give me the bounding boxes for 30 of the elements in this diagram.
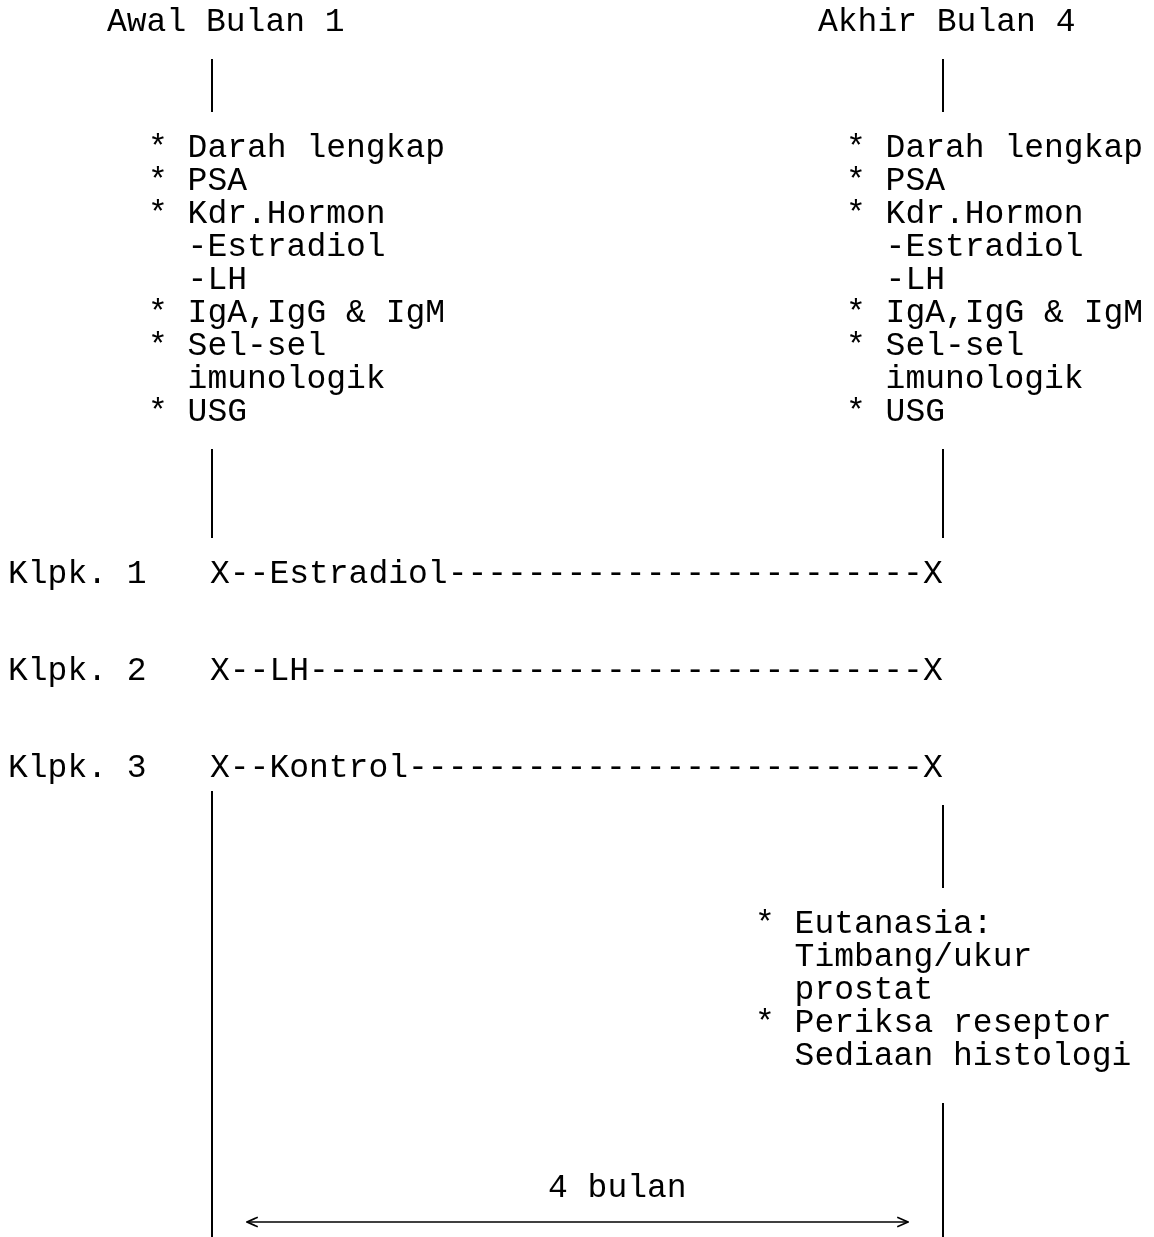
list-item: * Sel-sel imunologik: [148, 330, 387, 396]
duration-label: 4 bulan: [548, 1172, 687, 1205]
group-timeline: X--Kontrol--------------------------X: [210, 752, 943, 785]
list-item: * PSA: [148, 165, 248, 198]
connector-line: [942, 1102, 944, 1237]
group-label: Klpk. 1: [8, 558, 147, 591]
list-item: * Kdr.Hormon -Estradiol -LH: [148, 198, 387, 297]
time-point-label: Awal Bulan 1: [107, 6, 345, 39]
list-item: * Sel-sel imunologik: [846, 330, 1085, 396]
list-item: * USG: [846, 396, 946, 429]
list-item: * USG: [148, 396, 248, 429]
connector-line: [211, 448, 213, 539]
list-item: * IgA,IgG & IgM: [148, 297, 446, 330]
list-item: * PSA: [846, 165, 946, 198]
list-item: * Kdr.Hormon -Estradiol -LH: [846, 198, 1085, 297]
connector-line: [211, 790, 213, 1237]
list-item: * Darah lengkap: [148, 132, 446, 165]
connector-line: [942, 804, 944, 889]
list-item: * Darah lengkap: [846, 132, 1144, 165]
connector-line: [211, 58, 213, 113]
connector-line: [942, 448, 944, 539]
group-label: Klpk. 3: [8, 752, 147, 785]
group-timeline: X--Estradiol------------------------X: [210, 558, 943, 591]
group-timeline: X--LH-------------------------------X: [210, 655, 943, 688]
list-item: * Eutanasia: Timbang/ukur prostat: [755, 908, 1033, 1007]
group-label: Klpk. 2: [8, 655, 147, 688]
list-item: * IgA,IgG & IgM: [846, 297, 1144, 330]
list-item: * Periksa reseptor Sediaan histologi: [755, 1007, 1133, 1073]
time-point-label: Akhir Bulan 4: [818, 6, 1076, 39]
connector-line: [942, 58, 944, 113]
